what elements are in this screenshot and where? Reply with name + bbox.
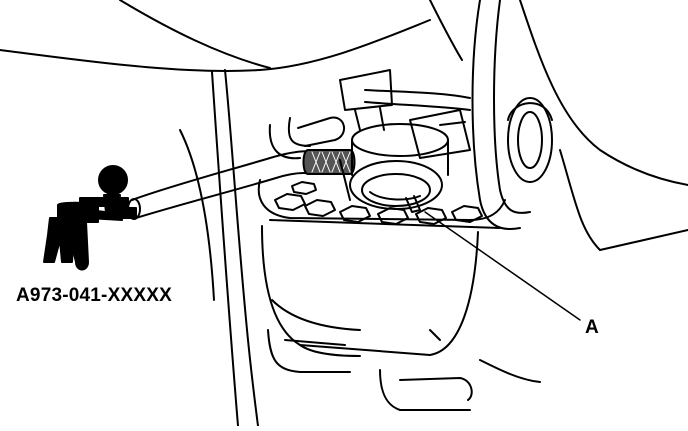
hex-base-plate	[257, 179, 506, 229]
vacuum-hose	[127, 150, 316, 220]
right-hoses	[471, 0, 553, 230]
canister-body	[261, 225, 479, 357]
canister-cap	[339, 123, 449, 213]
tool-part-number-label: A973-041-XXXXX	[16, 285, 172, 306]
vacuum-pump-tool	[43, 165, 137, 271]
lower-pipes	[267, 329, 541, 411]
callout-a-leader	[424, 211, 581, 321]
callout-a-label: A	[585, 317, 599, 338]
upper-hoses	[268, 69, 471, 160]
hose-connector	[302, 149, 356, 175]
